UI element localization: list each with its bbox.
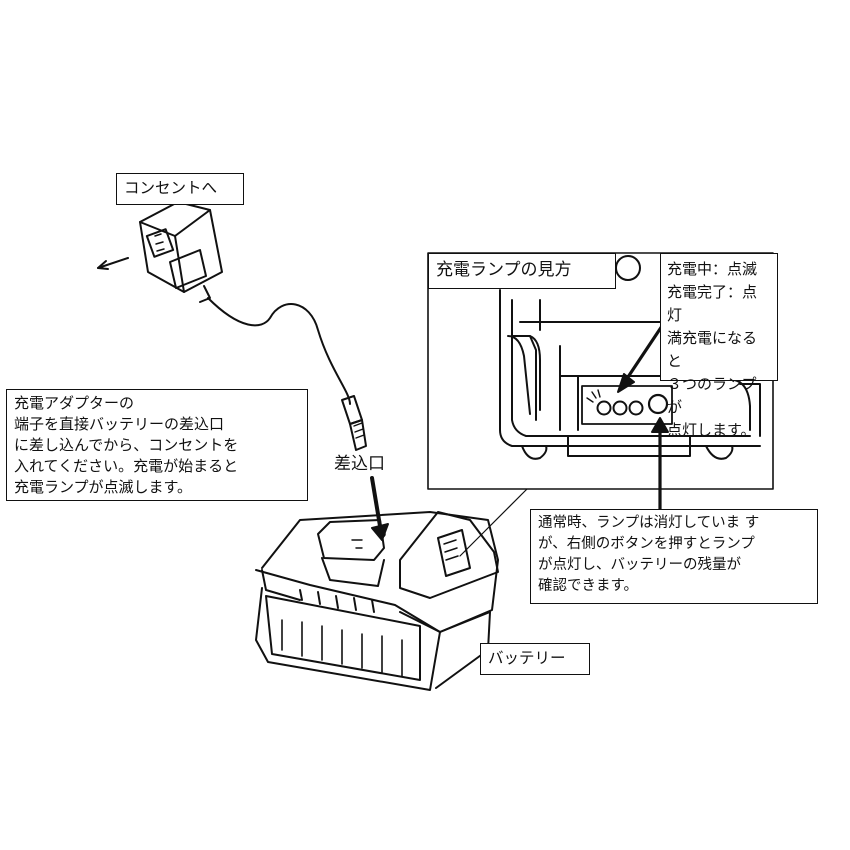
battery-drawing — [255, 511, 499, 691]
button-instructions-note: 通常時、ランプは消灯していま す が、右側のボタンを押すとランプ が点灯し、バッ… — [530, 509, 818, 604]
inlet-arrow — [370, 476, 382, 528]
adapter-cable — [207, 297, 351, 405]
zoom-leader-line — [459, 485, 531, 557]
inlet-arrow-head — [371, 523, 389, 541]
lamp-arrow-head — [617, 373, 635, 393]
button-arrow-head — [651, 417, 669, 433]
lamp-arrow — [624, 324, 664, 382]
adapter-instructions-note: 充電アダプターの 端子を直接バッテリーの差込口 に差し込んでから、コンセントを … — [6, 389, 308, 501]
lamp-status-note: 充電中：点滅 充電完了：点灯 満充電になると ３つのランプが 点灯します。 — [660, 253, 778, 439]
inlet-label: 差込口 — [334, 454, 385, 474]
charging-adapter-drawing — [139, 201, 223, 303]
outlet-label: コンセントへ — [116, 173, 244, 205]
zoomed-battery-drawing — [499, 255, 761, 460]
lamp-guide-title: 充電ランプの見方 — [428, 253, 616, 289]
adapter-plug — [341, 395, 367, 451]
battery-label: バッテリー — [480, 643, 590, 675]
outlet-direction-arrow — [97, 257, 129, 269]
lamp-indicators — [586, 389, 644, 416]
outlet-arrow-head — [97, 260, 109, 270]
check-button — [647, 393, 669, 415]
